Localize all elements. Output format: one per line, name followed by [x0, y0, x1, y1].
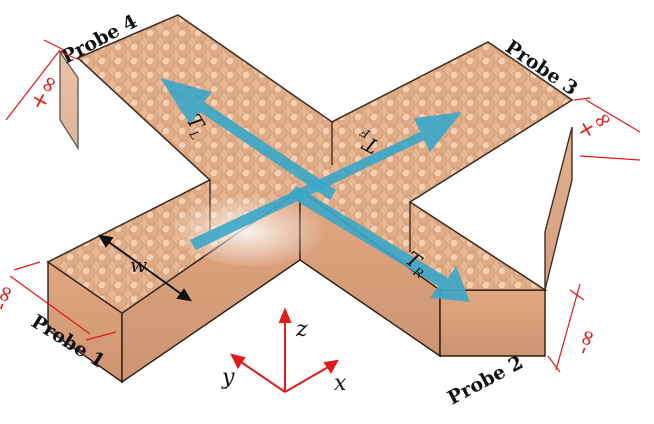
- axis-y-label: y: [221, 365, 235, 390]
- probe1-infinity: -∞: [0, 281, 20, 314]
- probe2-label: Probe 2: [444, 351, 527, 409]
- probe2-infinity: -∞: [570, 325, 602, 358]
- infinity-markers: [5, 39, 641, 373]
- arrow-left: [160, 78, 336, 200]
- slab-top-tint: [48, 15, 572, 313]
- arrow-forward: [190, 112, 462, 250]
- probe4-infinity: +∞: [25, 71, 64, 115]
- probe3-end-face: [544, 126, 573, 291]
- arrow-right: [288, 186, 470, 302]
- width-label: w: [130, 253, 147, 277]
- axis-z-label: z: [295, 317, 308, 342]
- center-glow: [175, 190, 335, 266]
- transmission-arrows: [160, 78, 470, 302]
- width-dimension: [98, 234, 192, 302]
- coordinate-axes: [230, 307, 339, 393]
- axis-x-label: x: [334, 371, 347, 396]
- probe3-infinity: +∞: [573, 105, 617, 145]
- probe4-end-face: [59, 49, 79, 151]
